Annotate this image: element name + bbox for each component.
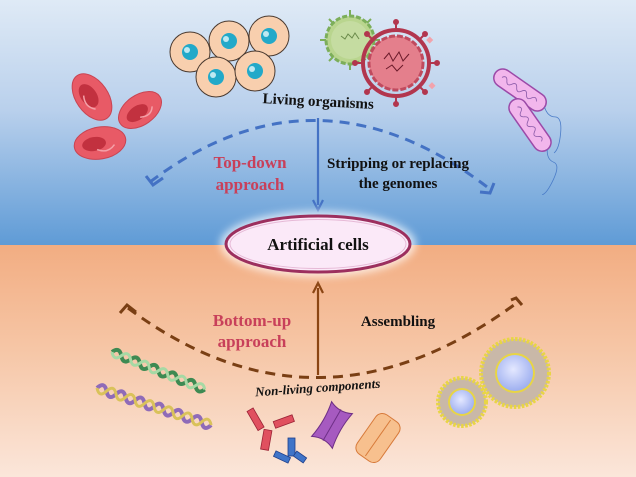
stripping-label-line1: Stripping or replacing [327,156,469,172]
artificial-cells-label: Artificial cells [267,235,369,254]
stripping-label-line2: the genomes [359,176,438,192]
bacteria-icon [493,68,562,196]
animal-cells-icon [169,15,290,98]
top-arc-left-cap [144,175,164,188]
non-living-components-label: Non-living components [254,376,381,400]
top-arc-right-cap [479,182,496,195]
living-organisms-label: Living organisms [262,91,374,113]
bottom-arc-left-cap [118,302,137,314]
top-down-arrowhead [312,199,324,213]
dna-helix-icon [95,347,213,430]
virus-icon [320,10,440,107]
artificial-cells-node [220,211,416,277]
top-down-label-line1: Top-down [213,153,287,172]
assembling-label: Assembling [361,314,436,330]
bottom-up-label-line2: approach [218,332,287,351]
bottom-dashed-arc [127,300,519,379]
red-blood-cells-icon [71,73,162,160]
liposome-icon [436,337,551,428]
top-dashed-arc [149,118,492,192]
bottom-up-label-line1: Bottom-up [213,311,291,330]
antibody-icon [246,407,308,464]
bottom-arc-right-cap [510,296,524,306]
bottom-up-arrowhead [312,280,324,294]
top-down-label-line2: approach [216,175,285,194]
protein-icon [310,400,401,464]
